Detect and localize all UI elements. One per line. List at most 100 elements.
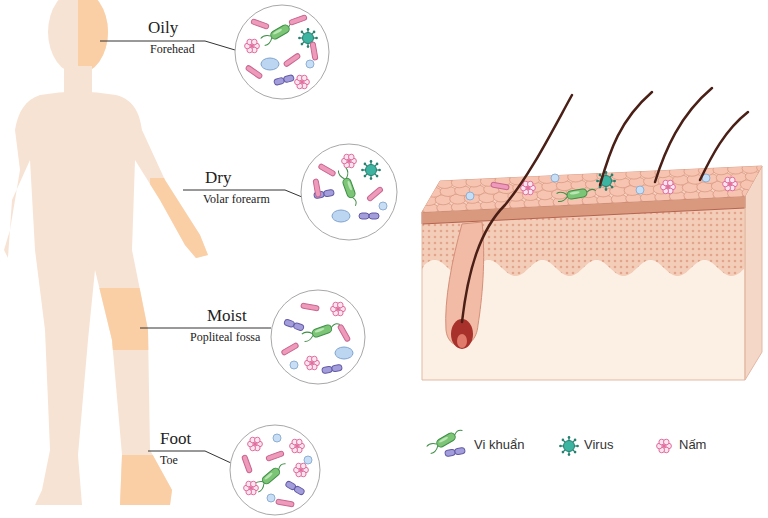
diplo-bacterium [322, 366, 333, 374]
virus-knob [611, 186, 614, 189]
diplo-bacterium [454, 447, 465, 455]
green-bacterium [566, 188, 587, 199]
rod-microbe [337, 324, 350, 342]
fungus-microbe [244, 481, 259, 495]
skin-cell [451, 178, 467, 188]
rod-bacterium [251, 19, 270, 30]
skin-type-label: Oily [148, 18, 178, 38]
coccus [379, 202, 387, 210]
diplo-microbe [274, 75, 295, 86]
circle-outline [230, 425, 320, 515]
skin-type-label: Moist [207, 306, 247, 326]
head [48, 0, 108, 74]
fungus-microbe [295, 75, 310, 89]
virus-knob [574, 451, 577, 454]
hairs [462, 88, 748, 322]
diplo-microbe [322, 364, 343, 373]
virus-knob [605, 188, 608, 191]
coccus [466, 192, 474, 200]
diplo-bacterium [369, 213, 379, 219]
coccus [636, 186, 644, 194]
skin-cell [742, 163, 758, 173]
oval-microbe [335, 347, 353, 359]
microbe-circle [271, 290, 365, 384]
diplo-bacterium [445, 449, 456, 457]
hair [700, 112, 748, 180]
skin-cell [728, 164, 744, 174]
virus-knob [301, 31, 304, 34]
forehead-highlight [78, 0, 108, 74]
dot-microbe [466, 192, 474, 200]
rod-bacterium [491, 182, 510, 190]
fungus-microbe [723, 177, 738, 191]
skin-cell [466, 177, 482, 187]
virus-knob [576, 445, 579, 448]
rod-bacterium [245, 65, 263, 79]
bacterium-shine [570, 191, 580, 195]
knee-highlight [98, 288, 154, 350]
skin-type-label: Foot [160, 429, 191, 449]
fungus-microbe [290, 439, 305, 453]
rod-microbe [251, 19, 270, 30]
diplo-microbe [445, 447, 466, 456]
rod-microbe [245, 65, 263, 79]
hair [462, 95, 572, 322]
fungus-center [526, 186, 530, 190]
flagellum [343, 168, 350, 179]
virus-knob [568, 453, 571, 456]
skin-section [421, 88, 768, 380]
virus-knob [298, 37, 301, 40]
fungus-center [347, 159, 351, 163]
skin-cell [437, 178, 453, 188]
skin-type-label: Dry [205, 168, 231, 188]
flagellum [302, 330, 313, 337]
fungus-center [299, 468, 303, 472]
oval-microbe [261, 58, 279, 70]
rod-bacterium [283, 53, 301, 67]
bac-microbe [426, 427, 464, 454]
rod-bacterium [366, 186, 383, 201]
dot-microbe [306, 60, 314, 68]
fungus-center [300, 80, 304, 84]
rod-microbe [318, 163, 336, 176]
flagellum [277, 462, 285, 469]
diplo-bacterium [293, 322, 304, 331]
fungus-center [295, 444, 299, 448]
virus-knob [574, 439, 577, 442]
virus-microbe [361, 160, 381, 180]
dot-microbe [290, 361, 298, 369]
leader-line [140, 328, 271, 329]
virus-knob [307, 28, 310, 31]
skin-cell [757, 163, 768, 173]
green-bacterium [311, 324, 333, 338]
legend-text: Vi khuẩn [474, 437, 524, 453]
dot-microbe [379, 202, 387, 210]
bacterium-shine [314, 327, 324, 333]
dot-microbe [273, 434, 281, 442]
virus-knob [613, 180, 616, 183]
fungus-spore [302, 75, 308, 81]
rod-microbe [289, 15, 308, 26]
bacterium-shine [347, 180, 353, 190]
fungus-microbe [294, 463, 309, 477]
fungus-spore [668, 180, 674, 186]
fungus-microbe [245, 39, 260, 53]
diplo-bacterium [274, 77, 285, 85]
rod-bacterium [318, 163, 336, 176]
fungus-spore [255, 437, 261, 443]
skin-surface [422, 166, 762, 212]
rod-bacterium [310, 42, 318, 61]
dot-microbe [267, 494, 275, 502]
coccus [304, 456, 312, 464]
fungus-spore [338, 302, 344, 308]
skin-cell [626, 169, 642, 179]
fungus-spore [297, 439, 303, 445]
skin-cell [669, 167, 685, 177]
fungus-microbe [305, 356, 320, 370]
virus-knob [364, 175, 367, 178]
flagellum [304, 335, 315, 342]
body-site-label: Toe [160, 454, 178, 468]
foot-highlight [100, 455, 182, 511]
fungus-center [253, 442, 257, 446]
circle-outline [301, 144, 397, 240]
